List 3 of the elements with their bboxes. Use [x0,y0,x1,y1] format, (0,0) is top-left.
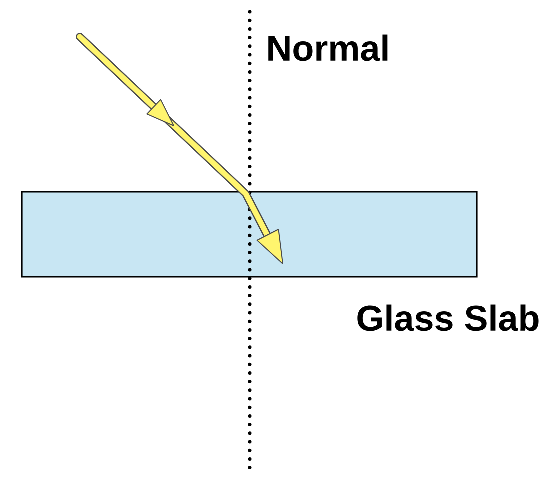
glass-slab [21,191,478,278]
normal-label: Normal [268,34,388,62]
slab-label: Glass Slab [358,304,539,332]
